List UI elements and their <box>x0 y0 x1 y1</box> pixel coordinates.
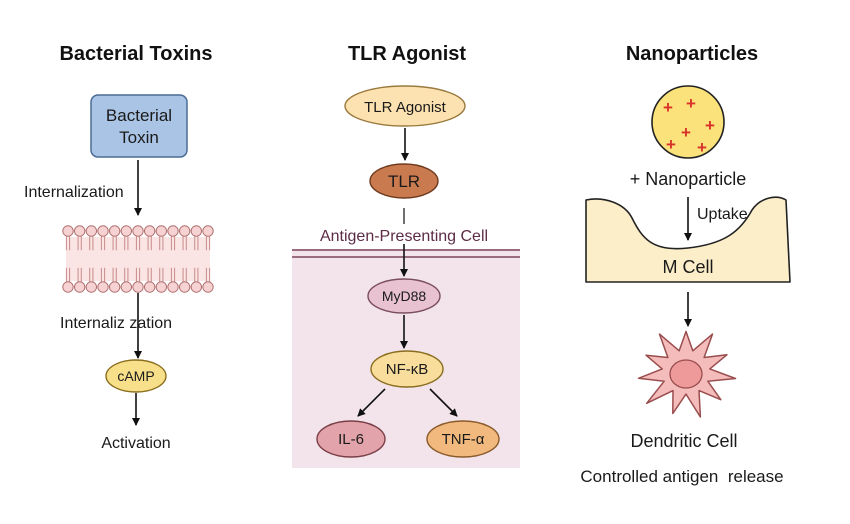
lipid-head <box>85 225 98 237</box>
lipid-head <box>120 281 133 293</box>
cell-membrane-bilayer <box>62 225 214 293</box>
lipid-head <box>62 225 74 237</box>
tlr-agonist-title: TLR Agonist <box>348 43 466 65</box>
lipid-head <box>73 225 86 237</box>
lipid-head <box>108 281 121 293</box>
m-cell-label: M Cell <box>662 257 713 277</box>
lipid-head <box>190 225 203 237</box>
nanoparticle-sphere <box>651 85 725 159</box>
dendritic-cell-label: Dendritic Cell <box>630 431 737 451</box>
tlr-label: TLR <box>388 172 420 191</box>
camp-node <box>105 359 167 393</box>
nanoparticle-label: + Nanoparticle <box>630 169 747 189</box>
charge-plus-icon: + <box>697 138 707 157</box>
charge-plus-icon: + <box>663 98 673 117</box>
m-cell-shape <box>585 196 791 283</box>
internalization-bottom-label: Internaliz zation <box>60 315 172 332</box>
camp-label: cAMP <box>117 368 154 384</box>
lipid-head <box>132 225 144 237</box>
lipid-head <box>167 281 179 293</box>
il6-node <box>316 420 386 458</box>
bacterial-toxins-title: Bacterial Toxins <box>59 43 212 65</box>
lipid-head <box>178 281 191 293</box>
antigen-presenting-cell-label: Antigen-Presenting Cell <box>320 228 488 245</box>
lipid-head <box>190 281 203 293</box>
charge-plus-icon: + <box>681 123 691 142</box>
lipid-head <box>120 225 133 237</box>
il6-label: IL-6 <box>338 431 364 448</box>
internalization-top-label: Internalization <box>24 184 124 201</box>
lipid-head <box>62 281 74 293</box>
nfkb-node <box>370 350 444 388</box>
lipid-head <box>97 225 109 237</box>
tnfa-node <box>426 420 500 458</box>
lipid-head <box>97 281 109 293</box>
activation-label: Activation <box>101 435 170 452</box>
controlled-release-label: Controlled antigen release <box>580 467 783 486</box>
charge-plus-icon: + <box>686 94 696 113</box>
lipid-head <box>143 281 156 293</box>
tlr-agonist-node <box>344 85 466 127</box>
tnfa-label: TNF-α <box>442 431 485 448</box>
arrow-nfkb-to-tnfa <box>429 388 458 417</box>
lipid-head <box>143 225 156 237</box>
lipid-head <box>167 225 179 237</box>
lipid-head <box>108 225 121 237</box>
charge-plus-icon: + <box>666 135 676 154</box>
arrow-nfkb-to-il6 <box>357 388 386 417</box>
tlr-node <box>369 163 439 199</box>
tlr-agonist-label: TLR Agonist <box>364 99 447 116</box>
bacterial-toxin-label-2: Toxin <box>119 128 159 147</box>
lipid-head <box>202 225 214 237</box>
nanoparticles-title: Nanoparticles <box>626 43 758 65</box>
nfkb-label: NF-κB <box>386 361 429 378</box>
dendritic-cell-nucleus <box>669 359 703 389</box>
lipid-head <box>85 281 98 293</box>
myd88-label: MyD88 <box>382 288 427 304</box>
lipid-head <box>202 281 214 293</box>
lipid-head <box>132 281 144 293</box>
lipid-head <box>73 281 86 293</box>
lipid-head <box>155 281 168 293</box>
lipid-head <box>155 225 168 237</box>
lipid-head <box>178 225 191 237</box>
charge-plus-icon: + <box>705 116 715 135</box>
bacterial-toxin-label-1: Bacterial <box>106 106 172 125</box>
uptake-label: Uptake <box>697 206 748 223</box>
bacterial-toxin-box <box>90 94 188 158</box>
myd88-node <box>367 278 441 314</box>
